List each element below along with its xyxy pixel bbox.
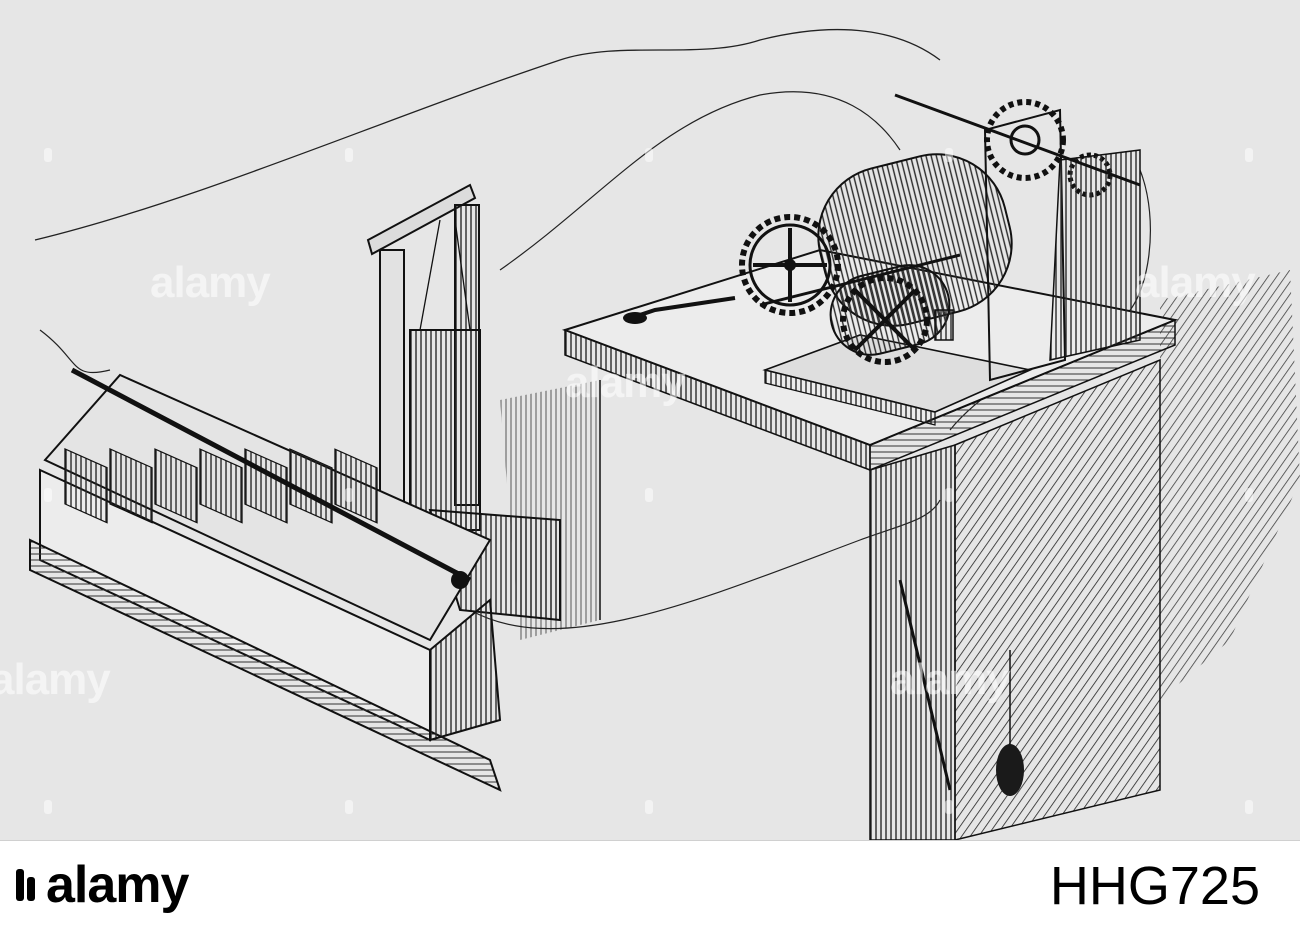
middle-gear — [840, 275, 930, 365]
watermark-mark — [645, 148, 653, 162]
watermark-mark — [1245, 488, 1253, 502]
watermark-mark — [345, 148, 353, 162]
machine-side-coil — [1049, 149, 1141, 361]
table-edge-side — [869, 318, 1176, 472]
plunger-cylinder — [409, 329, 481, 531]
battery-cells — [64, 448, 378, 524]
crank-shaft — [759, 253, 961, 307]
watermark-mark — [1245, 800, 1253, 814]
wire-left — [39, 329, 111, 374]
machine-base-edge — [764, 369, 936, 426]
watermark-mark — [645, 800, 653, 814]
watermark-mark — [645, 488, 653, 502]
engraving-illustration: alamy alamy alamy alamy alamy — [0, 0, 1300, 840]
battery-trough-end — [429, 598, 502, 742]
brand-logo[interactable]: alamy — [46, 856, 189, 914]
watermark-mark — [945, 488, 953, 502]
crank-grip — [623, 312, 647, 324]
machine-frame-plate — [983, 108, 1067, 382]
battery-base — [29, 538, 502, 792]
machine-axle — [894, 93, 1141, 187]
watermark-mark — [44, 488, 52, 502]
pendulum-weight — [996, 744, 1024, 796]
table-cabinet-side — [954, 358, 1161, 840]
battery-terminal — [451, 571, 469, 589]
image-reference-id: HHG725 — [1049, 856, 1260, 916]
cabinet-rod — [898, 579, 952, 791]
watermark-mark — [945, 800, 953, 814]
front-gear — [739, 214, 841, 316]
alamy-logo-icon — [16, 869, 35, 901]
wire-middle — [499, 91, 901, 271]
watermark-mark — [945, 148, 953, 162]
upright-crossbar — [366, 183, 477, 256]
watermark-mark — [1245, 148, 1253, 162]
watermark-mark — [44, 148, 52, 162]
small-weight — [934, 309, 954, 341]
watermark-mark — [345, 800, 353, 814]
table-shadow — [1160, 270, 1300, 700]
wire-top — [34, 28, 941, 241]
watermark-mark — [44, 800, 52, 814]
table-leg-front — [869, 443, 956, 840]
rear-gear — [984, 99, 1066, 181]
engraving-drawing — [29, 28, 1300, 840]
battery-connector-rod — [70, 367, 472, 583]
footer-bar: alamy HHG725 — [0, 840, 1300, 930]
watermark-mark — [345, 488, 353, 502]
